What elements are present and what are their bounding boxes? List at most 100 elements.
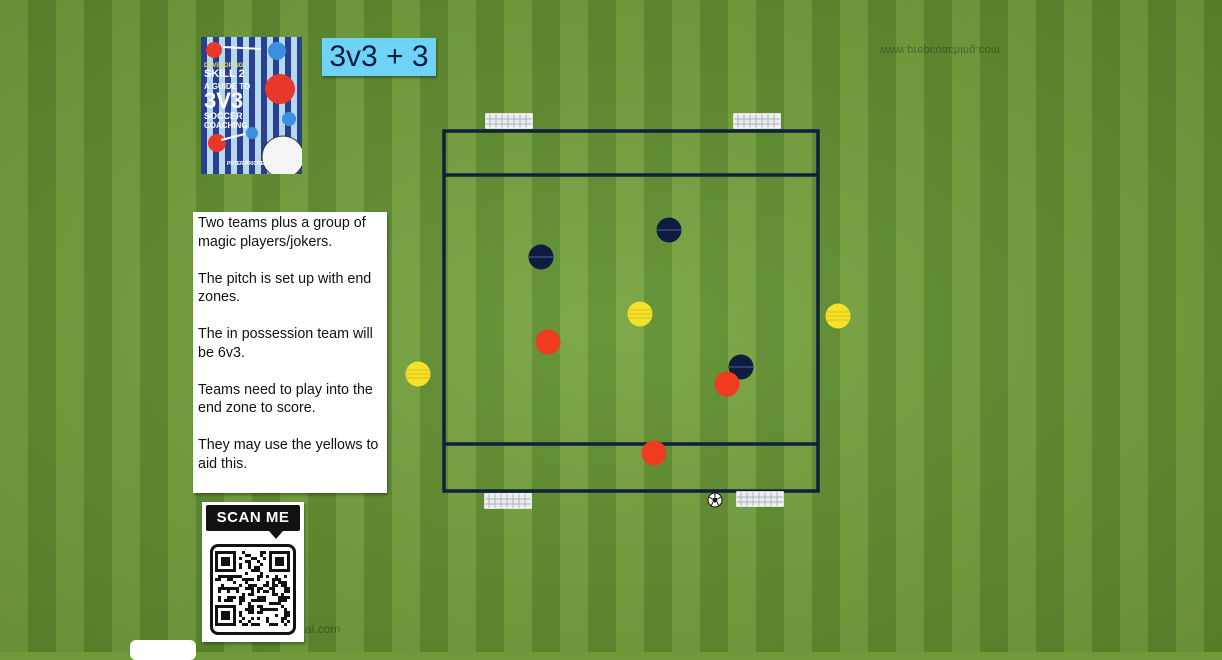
- qr-module: [215, 560, 218, 563]
- qr-module: [284, 584, 287, 587]
- qr-module: [227, 551, 230, 554]
- navy-player-marker: [656, 217, 682, 243]
- qr-module: [257, 617, 260, 620]
- qr-module: [257, 587, 260, 590]
- qr-module: [230, 596, 233, 599]
- qr-module: [224, 617, 227, 620]
- qr-module: [233, 557, 236, 560]
- qr-module: [233, 554, 236, 557]
- qr-module: [260, 572, 263, 575]
- qr-module: [248, 608, 251, 611]
- qr-module: [281, 563, 284, 566]
- qr-module: [245, 608, 248, 611]
- qr-module: [272, 551, 275, 554]
- qr-module: [215, 611, 218, 614]
- qr-module: [284, 614, 287, 617]
- qr-module: [275, 602, 278, 605]
- qr-module: [215, 578, 218, 581]
- qr-module: [233, 608, 236, 611]
- qr-module: [278, 599, 281, 602]
- qr-module: [233, 587, 236, 590]
- qr-module: [251, 605, 254, 608]
- navy-player-marker: [728, 354, 754, 380]
- qr-module: [269, 587, 272, 590]
- qr-module: [248, 602, 251, 605]
- note-paragraph: Two teams plus a group of magic players/…: [198, 215, 366, 250]
- qr-module: [257, 623, 260, 626]
- goal-icon: [736, 491, 784, 507]
- qr-module: [275, 593, 278, 596]
- qr-module: [221, 587, 224, 590]
- qr-module: [287, 554, 290, 557]
- qr-module: [275, 563, 278, 566]
- qr-module: [266, 581, 269, 584]
- qr-module: [269, 563, 272, 566]
- qr-module: [251, 599, 254, 602]
- qr-module: [236, 575, 239, 578]
- qr-module: [224, 557, 227, 560]
- qr-module: [266, 584, 269, 587]
- qr-module: [245, 560, 248, 563]
- qr-module: [233, 605, 236, 608]
- qr-module: [272, 623, 275, 626]
- qr-module: [245, 623, 248, 626]
- qr-module: [254, 566, 257, 569]
- qr-module: [221, 617, 224, 620]
- qr-module: [284, 575, 287, 578]
- qr-module: [215, 557, 218, 560]
- qr-module: [287, 614, 290, 617]
- book-red-dot: [265, 74, 295, 104]
- qr-module: [278, 557, 281, 560]
- book-cover[interactable]: DEVELOPING SKILL 2 A GUIDE TO 3V3 SOCCER…: [201, 37, 302, 174]
- qr-module: [254, 599, 257, 602]
- qr-module: [263, 584, 266, 587]
- qr-module: [230, 575, 233, 578]
- book-red-dot: [208, 134, 226, 152]
- qr-module: [227, 575, 230, 578]
- qr-module: [230, 623, 233, 626]
- qr-code-card[interactable]: SCAN ME: [202, 502, 304, 642]
- navy-player-marker: [528, 244, 554, 270]
- qr-module: [233, 611, 236, 614]
- qr-module: [272, 581, 275, 584]
- qr-module: [233, 596, 236, 599]
- qr-module: [251, 623, 254, 626]
- qr-module: [218, 551, 221, 554]
- qr-module: [242, 617, 245, 620]
- qr-module: [281, 599, 284, 602]
- svg-text:A GUIDE TO: A GUIDE TO: [204, 82, 250, 91]
- book-red-dot: [206, 42, 222, 58]
- qr-module: [218, 569, 221, 572]
- qr-module: [260, 608, 263, 611]
- qr-module: [245, 581, 248, 584]
- qr-module: [281, 557, 284, 560]
- qr-module: [269, 551, 272, 554]
- qr-module: [284, 617, 287, 620]
- qr-module: [239, 599, 242, 602]
- qr-module: [221, 551, 224, 554]
- qr-module: [221, 560, 224, 563]
- qr-module: [257, 566, 260, 569]
- qr-module: [281, 617, 284, 620]
- qr-module: [218, 623, 221, 626]
- qr-module: [284, 569, 287, 572]
- qr-module: [230, 578, 233, 581]
- qr-module: [248, 584, 251, 587]
- qr-module: [215, 569, 218, 572]
- qr-module: [215, 608, 218, 611]
- qr-module: [221, 614, 224, 617]
- qr-module: [257, 560, 260, 563]
- qr-module: [269, 554, 272, 557]
- qr-module: [224, 605, 227, 608]
- qr-module: [278, 596, 281, 599]
- qr-module: [278, 602, 281, 605]
- qr-module: [239, 602, 242, 605]
- qr-module: [278, 563, 281, 566]
- qr-module: [272, 602, 275, 605]
- qr-module: [242, 551, 245, 554]
- qr-module: [242, 593, 245, 596]
- svg-text:SOCCER: SOCCER: [204, 111, 243, 121]
- qr-module: [221, 563, 224, 566]
- pitch-boundary: [442, 129, 820, 493]
- qr-module: [281, 605, 284, 608]
